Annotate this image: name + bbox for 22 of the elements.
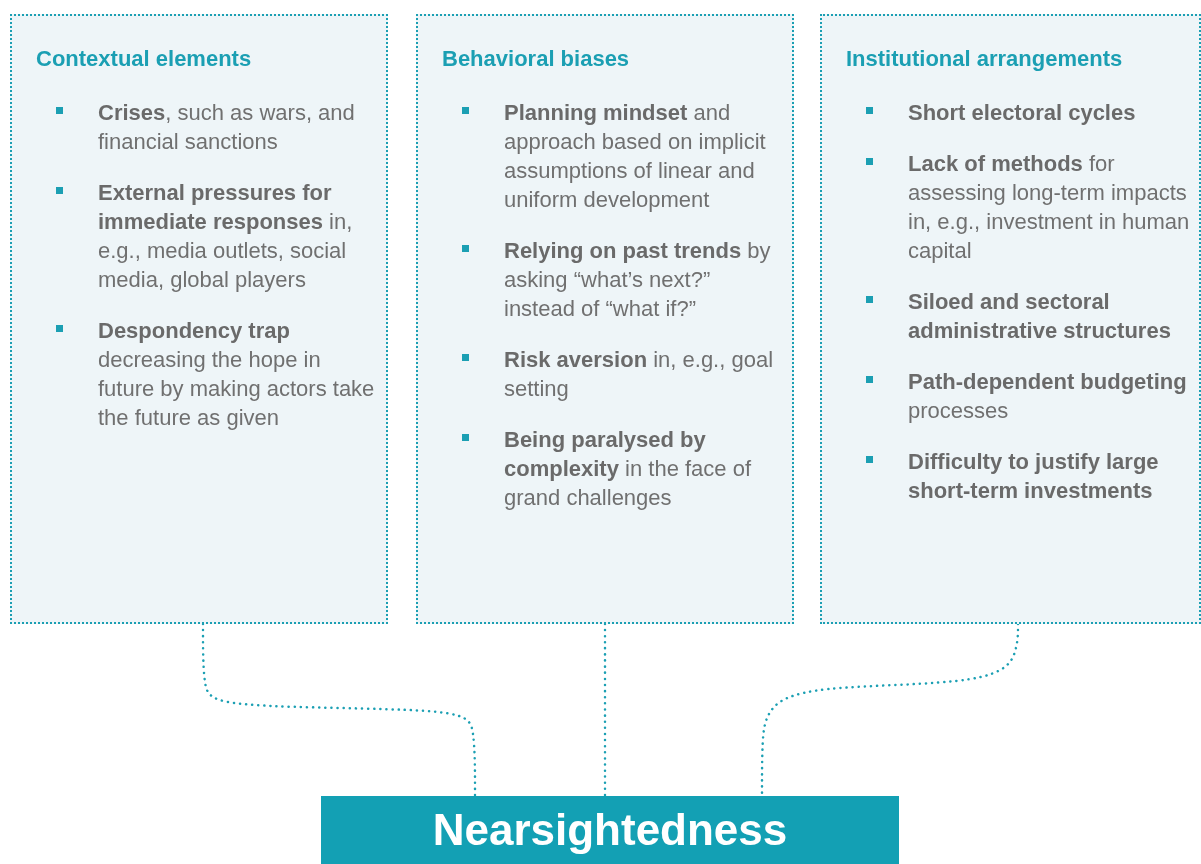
- bullet-text: Lack of methods for assessing long-term impacts in, e.g., investment in human capital: [908, 150, 1191, 265]
- bullet-text: Path-dependent budgeting processes: [908, 368, 1188, 425]
- bullet-text: Despondency trap decreasing the hope in future by making actors take the future as given: [98, 317, 376, 432]
- bullet-text: Short electoral cycles: [908, 99, 1137, 127]
- bullet-text: External pressures for immediate responses in, e.g., media outlets, social media, global players: [98, 179, 354, 294]
- bullet-text: Relying on past trends by asking “what’s next?” instead of “what if?”: [504, 237, 772, 323]
- bullet-text: Risk aversion in, e.g., goal setting: [504, 346, 775, 403]
- panel-heading: Institutional arrangements: [846, 46, 1123, 72]
- bullet-text: Being paralysed by complexity in the face of grand challenges: [504, 426, 753, 512]
- category-panel: [416, 14, 794, 624]
- result-box: [321, 796, 899, 864]
- result-title: Nearsightedness: [432, 805, 788, 855]
- panel-heading: Behavioral biases: [442, 46, 630, 72]
- category-panel: [10, 14, 388, 624]
- connector-line: [201, 622, 477, 798]
- bullet-text: Siloed and sectoral administrative structures: [908, 288, 1172, 345]
- bullet-text: Difficulty to justify large short-term investments: [908, 448, 1160, 505]
- bullet-text: Crises, such as wars, and financial sanctions: [98, 99, 356, 156]
- panel-heading: Contextual elements: [36, 46, 252, 72]
- category-panel: [820, 14, 1201, 624]
- connector-line: [603, 622, 607, 798]
- bullet-text: Planning mindset and approach based on implicit assumptions of linear and uniform development: [504, 99, 767, 214]
